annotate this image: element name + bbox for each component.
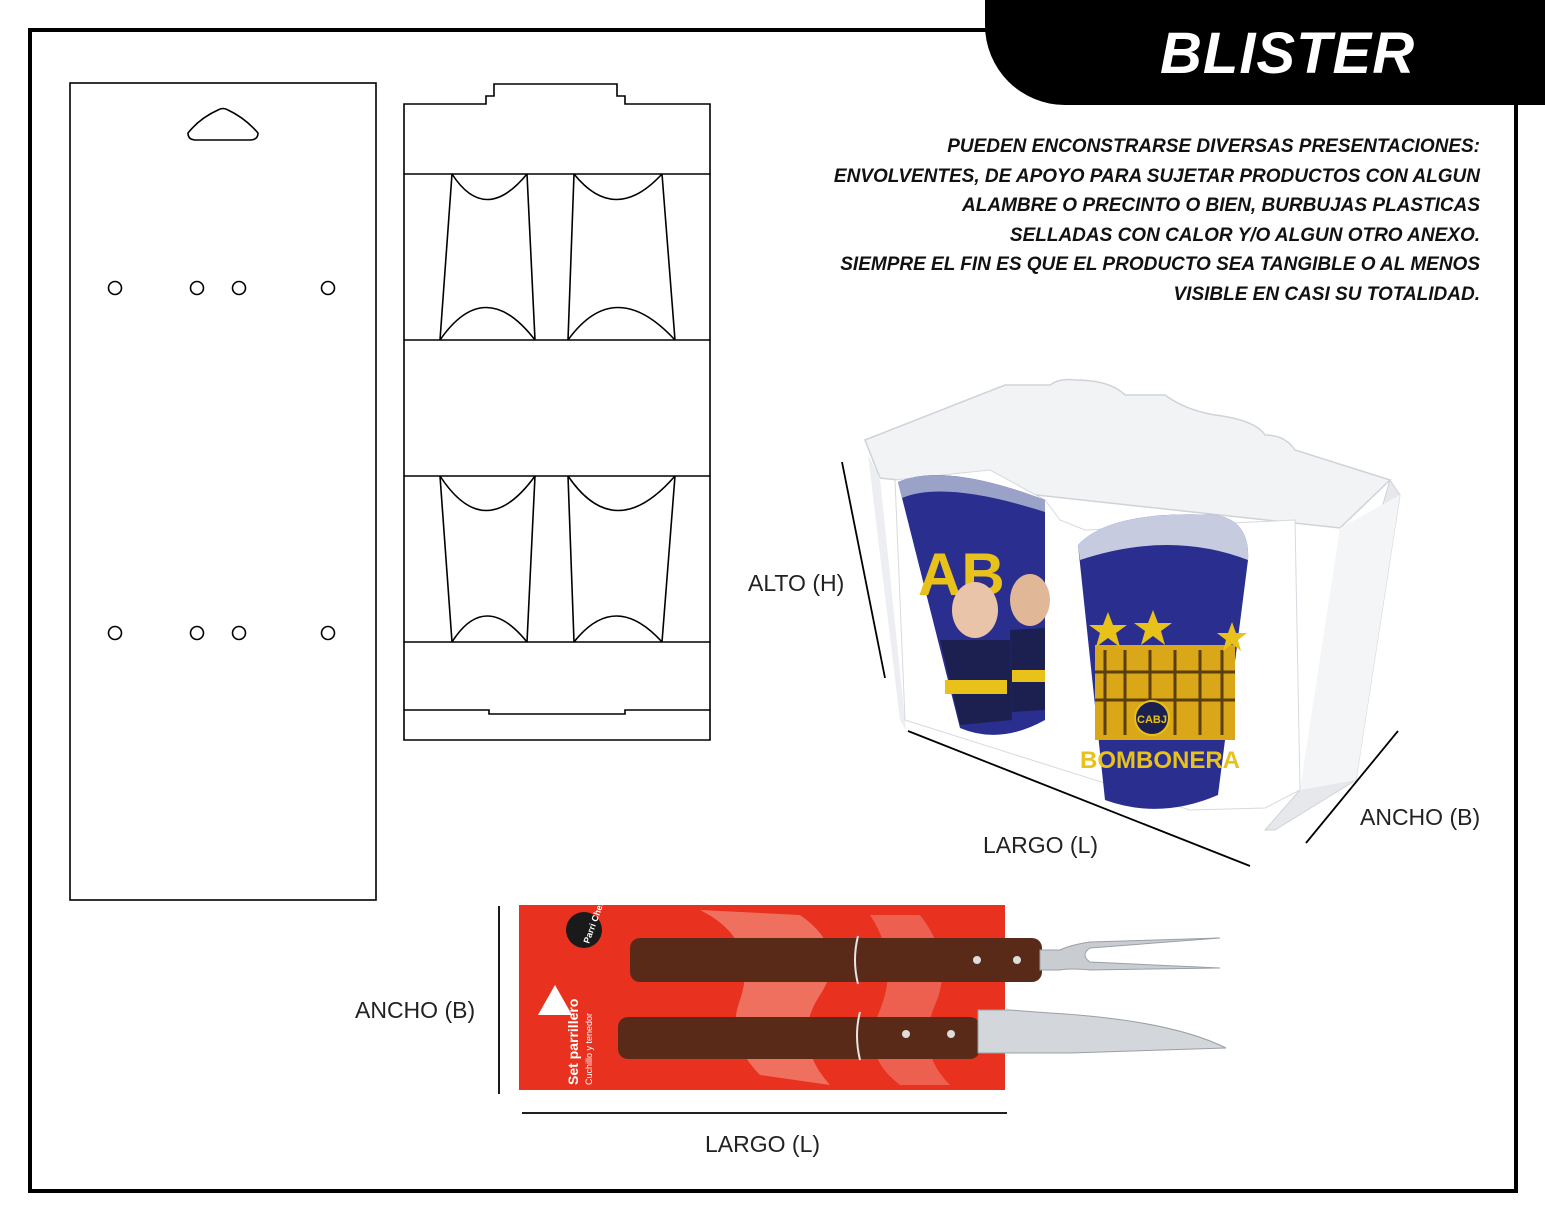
blister-top: [864, 378, 1392, 529]
card-hang-hole: [538, 985, 572, 1015]
brand-logo: [566, 912, 602, 948]
description-line: SELLADAS CON CALOR Y/O ALGUN OTRO ANEXO.: [1009, 224, 1480, 246]
star-icon: [1134, 610, 1172, 645]
rivet: [902, 1030, 910, 1038]
club-badge: [1134, 700, 1170, 736]
shirt-stripe-1: [945, 680, 1007, 694]
page-frame: [28, 28, 1518, 1193]
cup-alto-label: ALTO (H): [748, 570, 845, 596]
cup-blister-photo: AB CABJ BOMBONERA: [841, 378, 1401, 867]
knife-handle: [618, 1017, 980, 1059]
cup-largo-label: LARGO (L): [983, 832, 1099, 858]
fork-handle: [630, 938, 1042, 982]
rivet: [947, 1030, 955, 1038]
card-template: [69, 82, 377, 901]
card-outline: [69, 82, 377, 901]
diecut-template: [403, 83, 711, 741]
product-subtext: Cuchillo y tenedor: [584, 1013, 594, 1085]
knife-blade: [977, 1009, 1227, 1054]
description-line: PUEDEN ENCONSTRARSE DIVERSAS PRESENTACIO…: [947, 136, 1480, 157]
page-title: BLISTER: [1160, 21, 1416, 86]
diecut-outline: [403, 83, 711, 741]
player-face-1: [952, 582, 998, 638]
cup-right-rim: [1078, 514, 1249, 560]
punch-holes-top: [107, 280, 336, 296]
product-text: Set parrillero: [565, 999, 581, 1085]
shirt-stripe-2: [1012, 670, 1045, 682]
cup-dimension-lines: [841, 461, 1399, 867]
bbq-blister-photo: Parri Chef Set parrillero Cuchillo y ten…: [498, 900, 1227, 1114]
star-icon: [1217, 622, 1247, 651]
bbq-dimension-lines: [498, 906, 1007, 1114]
twist-ties: [854, 935, 861, 1061]
description-line: SIEMPRE EL FIN ES QUE EL PRODUCTO SEA TA…: [840, 254, 1480, 275]
bbq-largo-label: LARGO (L): [705, 1131, 821, 1157]
description-line: ALAMBRE O PRECINTO O BIEN, BURBUJAS PLAS…: [962, 195, 1480, 216]
club-badge-text: CABJ: [1137, 714, 1167, 726]
fork-tines: [1039, 937, 1221, 971]
title-tab: [985, 0, 1545, 105]
blister-right-panel: [1300, 495, 1400, 790]
star-icon: [1089, 612, 1127, 647]
blister-left-side: [868, 455, 906, 730]
cup-left-rim: [898, 475, 1045, 512]
player-face-2: [1010, 574, 1050, 626]
cup-ancho-label: ANCHO (B): [1360, 804, 1481, 830]
hang-hole: [187, 107, 259, 141]
cup-text: BOMBONERA: [1080, 747, 1240, 774]
description-line: ENVOLVENTES, DE APOYO PARA SUJETAR PRODU…: [833, 165, 1480, 187]
description-block: PUEDEN ENCONSTRARSE DIVERSAS PRESENTACIO…: [780, 132, 1480, 309]
description-line: VISIBLE EN CASI SU TOTALIDAD.: [1173, 283, 1481, 305]
punch-holes-bottom: [107, 625, 336, 641]
rivet: [1013, 956, 1021, 964]
rivet: [973, 956, 981, 964]
bbq-ancho-label: ANCHO (B): [355, 997, 476, 1023]
